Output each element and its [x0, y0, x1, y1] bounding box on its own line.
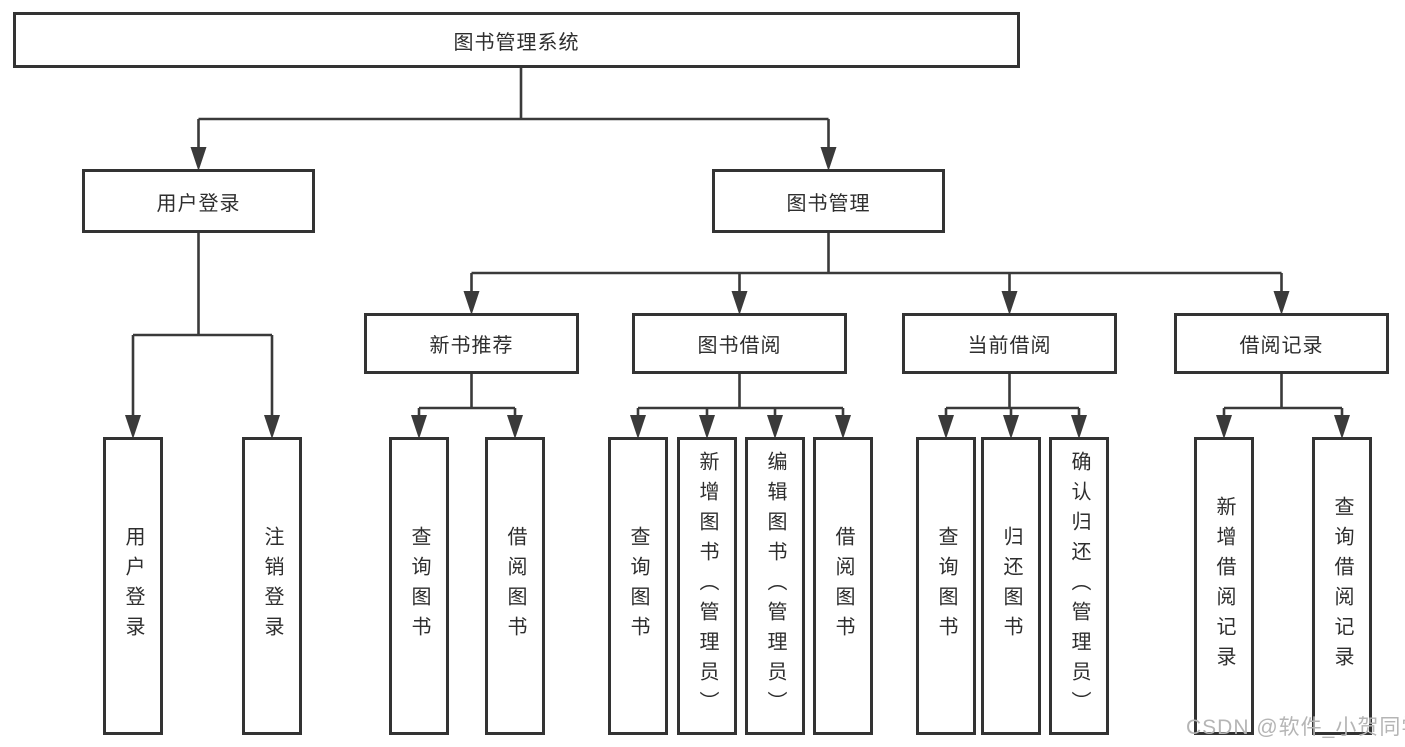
- node-label-new-book-recommend: 新书推荐: [429, 335, 514, 357]
- node-label-leaf-borrow-books-recommend: 借阅图书: [504, 526, 526, 646]
- watermark: CSDN @软件_小贺同学: [1186, 716, 1405, 739]
- node-book-borrow: 图书借阅: [632, 313, 847, 374]
- node-root: 图书管理系统: [13, 12, 1020, 68]
- node-leaf-add-books-admin: 新增图书（管理员）: [677, 437, 737, 735]
- node-label-leaf-add-books-admin: 新增图书（管理员）: [696, 451, 718, 721]
- node-label-leaf-return-books: 归还图书: [1000, 526, 1022, 646]
- node-label-root: 图书管理系统: [453, 31, 580, 54]
- node-user-login: 用户登录: [82, 169, 315, 233]
- node-label-book-borrow: 图书借阅: [697, 335, 782, 357]
- node-label-user-login: 用户登录: [156, 192, 241, 215]
- node-leaf-add-borrow-record: 新增借阅记录: [1194, 437, 1254, 735]
- node-label-leaf-query-borrow-record: 查询借阅记录: [1331, 496, 1353, 676]
- node-leaf-edit-books-admin: 编辑图书（管理员）: [745, 437, 805, 735]
- node-book-management: 图书管理: [712, 169, 945, 233]
- node-leaf-query-books-borrow: 查询图书: [608, 437, 668, 735]
- node-label-leaf-edit-books-admin: 编辑图书（管理员）: [764, 451, 786, 721]
- node-leaf-borrow-books: 借阅图书: [813, 437, 873, 735]
- node-leaf-return-books: 归还图书: [981, 437, 1041, 735]
- node-leaf-query-books-recommend: 查询图书: [389, 437, 449, 735]
- node-current-borrow: 当前借阅: [902, 313, 1117, 374]
- node-leaf-confirm-return-admin: 确认归还（管理员）: [1049, 437, 1109, 735]
- node-leaf-query-borrow-record: 查询借阅记录: [1312, 437, 1372, 735]
- node-leaf-user-login: 用户登录: [103, 437, 163, 735]
- node-label-leaf-query-books-recommend: 查询图书: [408, 526, 430, 646]
- node-label-leaf-borrow-books: 借阅图书: [832, 526, 854, 646]
- node-label-leaf-user-login: 用户登录: [122, 526, 144, 646]
- node-borrow-records: 借阅记录: [1174, 313, 1389, 374]
- node-label-leaf-add-borrow-record: 新增借阅记录: [1213, 496, 1235, 676]
- node-label-leaf-confirm-return-admin: 确认归还（管理员）: [1068, 451, 1090, 721]
- node-label-leaf-query-books-current: 查询图书: [935, 526, 957, 646]
- node-leaf-query-books-current: 查询图书: [916, 437, 976, 735]
- node-leaf-borrow-books-recommend: 借阅图书: [485, 437, 545, 735]
- node-label-borrow-records: 借阅记录: [1239, 335, 1324, 357]
- node-label-current-borrow: 当前借阅: [967, 335, 1052, 357]
- node-label-leaf-query-books-borrow: 查询图书: [627, 526, 649, 646]
- node-label-book-management: 图书管理: [786, 192, 871, 215]
- node-new-book-recommend: 新书推荐: [364, 313, 579, 374]
- node-leaf-logout: 注销登录: [242, 437, 302, 735]
- node-label-leaf-logout: 注销登录: [261, 526, 283, 646]
